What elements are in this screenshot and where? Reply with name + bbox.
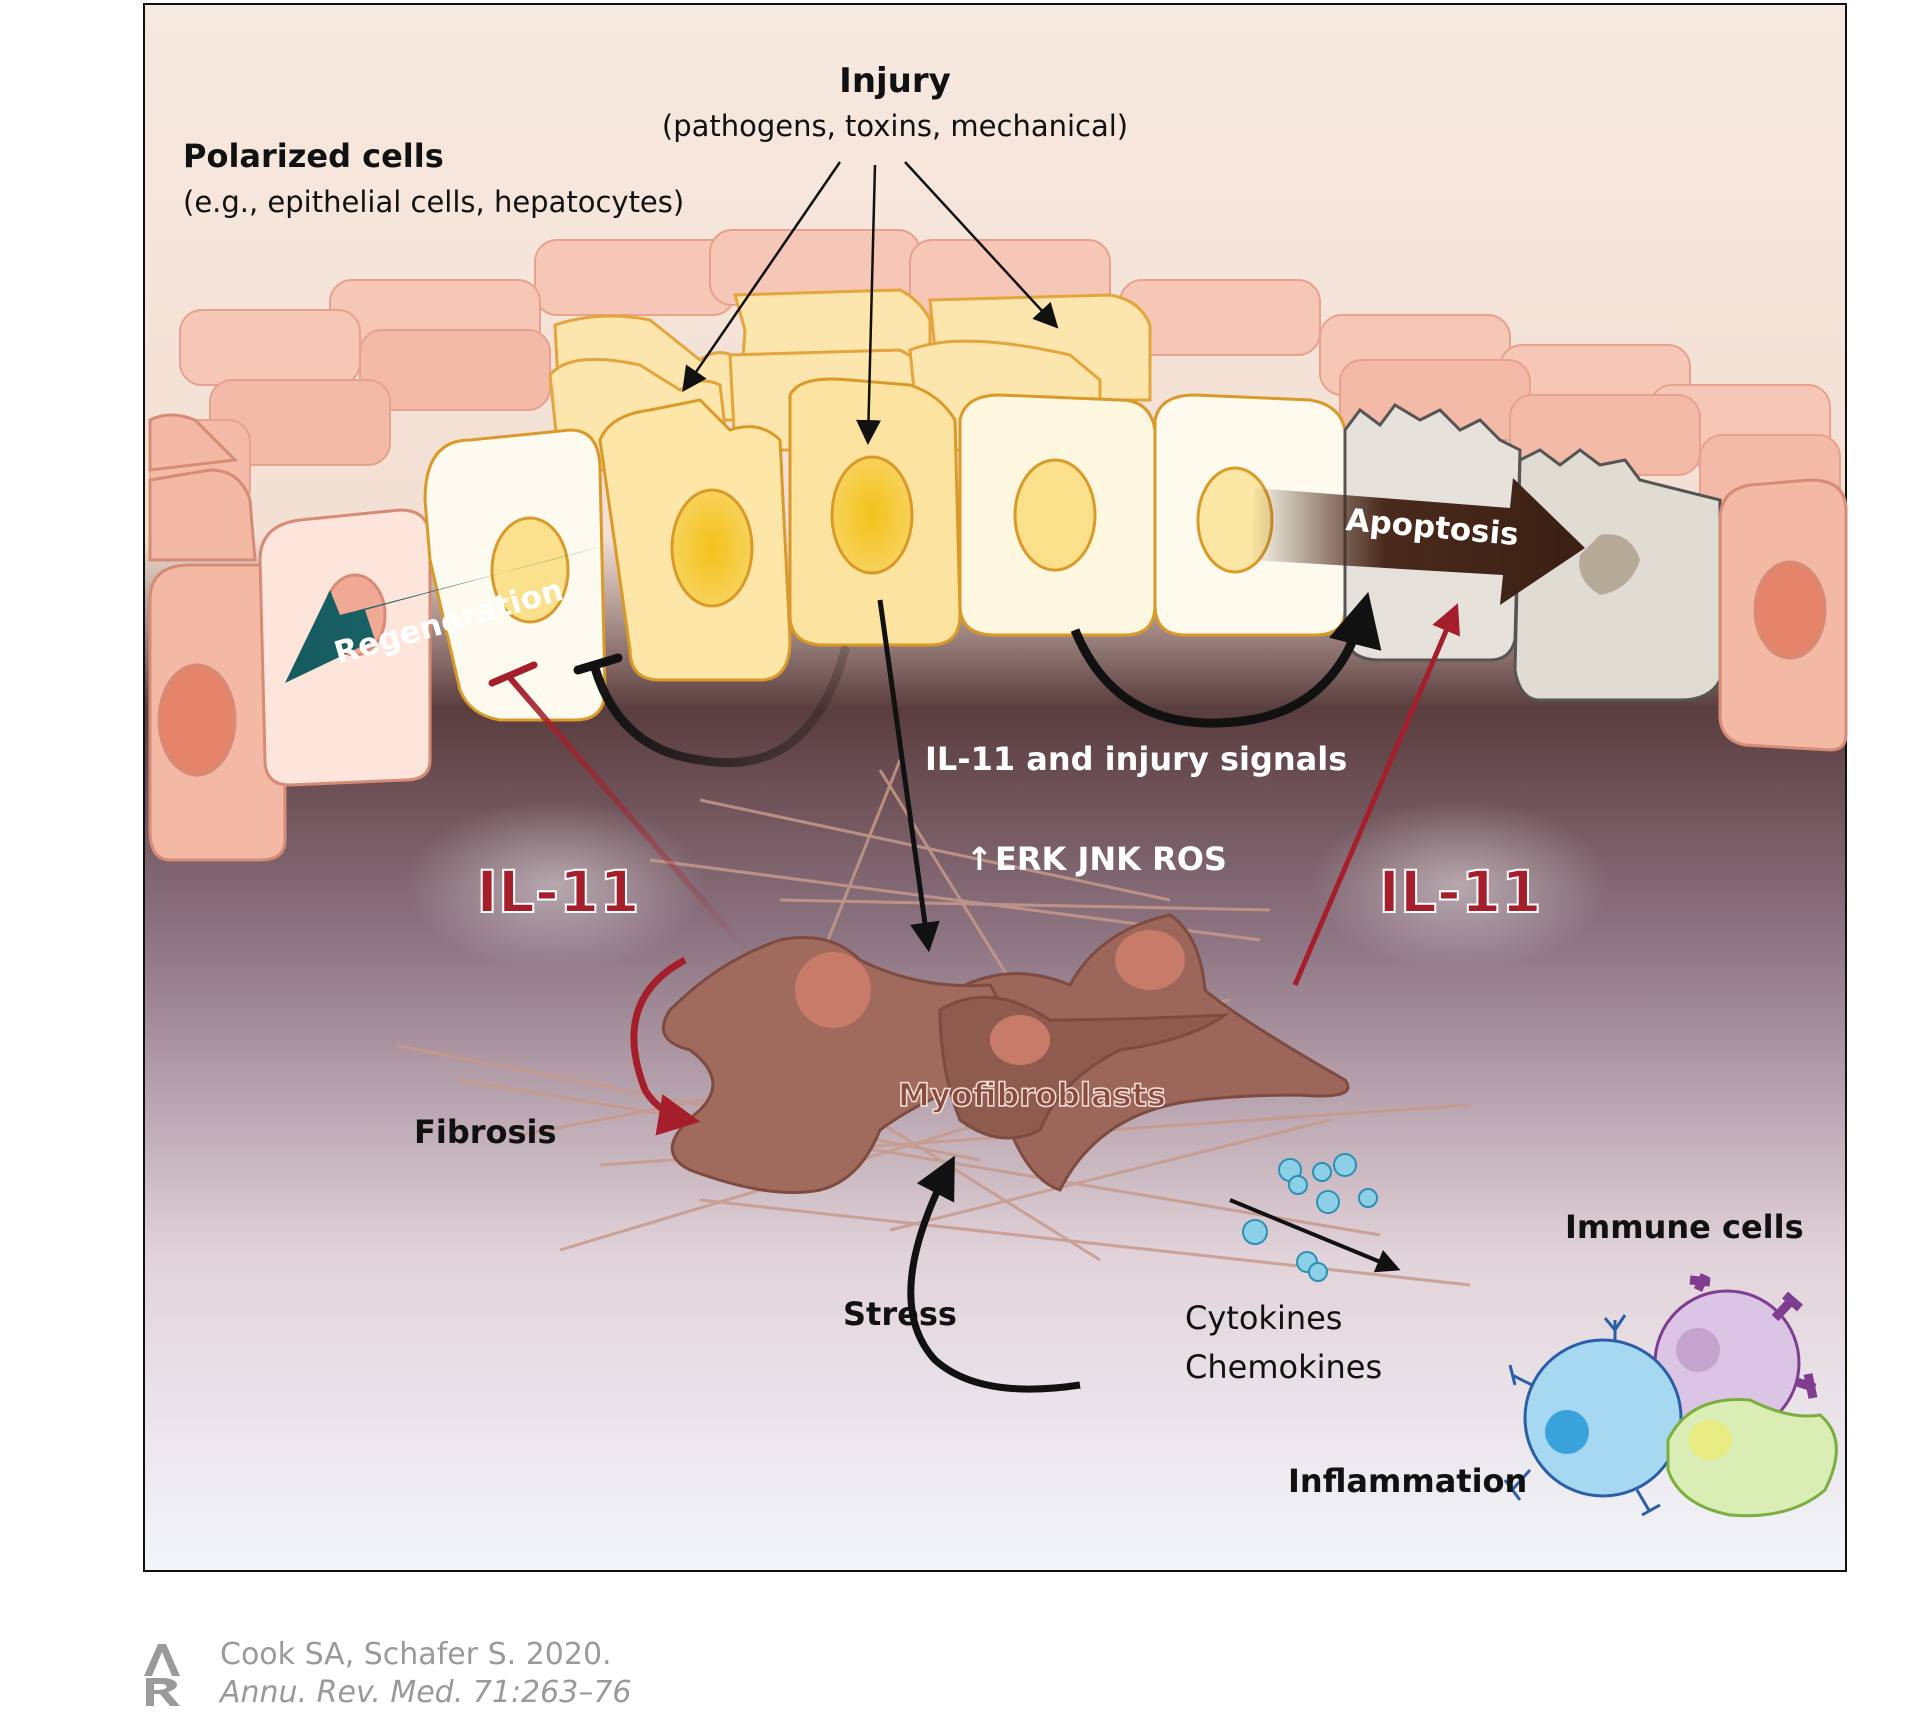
chemokines-label: Chemokines <box>1185 1348 1382 1386</box>
back-row-cells <box>149 229 1841 516</box>
healthy-cells-left <box>148 413 432 862</box>
cytokine-particles <box>1242 1153 1378 1282</box>
signals-arrow <box>877 599 940 953</box>
myofibroblast-cells <box>661 913 1350 1194</box>
cytokines-label: Cytokines <box>1185 1299 1342 1337</box>
fibrosis-arrow <box>630 956 701 1136</box>
polarized-cells-title: Polarized cells <box>183 137 444 175</box>
stress-label: Stress <box>843 1295 957 1333</box>
immune-cell-purple <box>1631 1273 1818 1437</box>
inflammation-label: Inflammation <box>1288 1462 1527 1500</box>
injured-front-cells <box>423 377 1347 722</box>
il11-inhibition-arrow <box>488 661 753 957</box>
erk-arrow-glyph: ↑ <box>966 840 993 878</box>
healthy-cells-right <box>1718 478 1848 752</box>
il11-right-glow <box>1310 800 1610 970</box>
immune-cells-label: Immune cells <box>1565 1208 1804 1246</box>
il11-left-glow <box>405 800 705 970</box>
apoptosis-arrow <box>1250 478 1585 605</box>
annual-reviews-logo <box>140 1642 186 1708</box>
injury-subtitle: (pathogens, toxins, mechanical) <box>662 109 1128 143</box>
immune-cell-green <box>1666 1398 1838 1518</box>
inhibition-curve <box>573 645 850 768</box>
regeneration-arrow <box>285 545 605 683</box>
immune-cell-blue <box>1503 1314 1683 1517</box>
citation-line-1: Cook SA, Schafer S. 2020. <box>220 1637 612 1672</box>
erk-label: ERK JNK ROS <box>995 840 1227 878</box>
myofibroblasts-label: Myofibroblasts <box>898 1076 1166 1114</box>
fibrosis-label: Fibrosis <box>414 1113 557 1151</box>
injury-arrows <box>682 161 1059 445</box>
il11-right-label: IL-11 <box>1378 858 1541 926</box>
labels: Injury (pathogens, toxins, mechanical) P… <box>183 61 1804 1500</box>
citation-line-2: Annu. Rev. Med. 71:263–76 <box>220 1675 632 1710</box>
apoptosis-curve <box>1070 591 1382 728</box>
apoptotic-cells <box>1343 403 1722 702</box>
cytokine-arrow <box>1229 1198 1401 1273</box>
injury-title: Injury <box>839 61 951 101</box>
il11-apoptosis-arrow <box>1292 603 1460 986</box>
polarized-cells-subtitle: (e.g., epithelial cells, hepatocytes) <box>183 185 684 219</box>
il11-left-label: IL-11 <box>476 858 639 926</box>
immune-cells <box>1503 1273 1838 1518</box>
stress-arrow <box>907 1155 1081 1393</box>
signals-label: IL-11 and injury signals <box>925 740 1347 778</box>
